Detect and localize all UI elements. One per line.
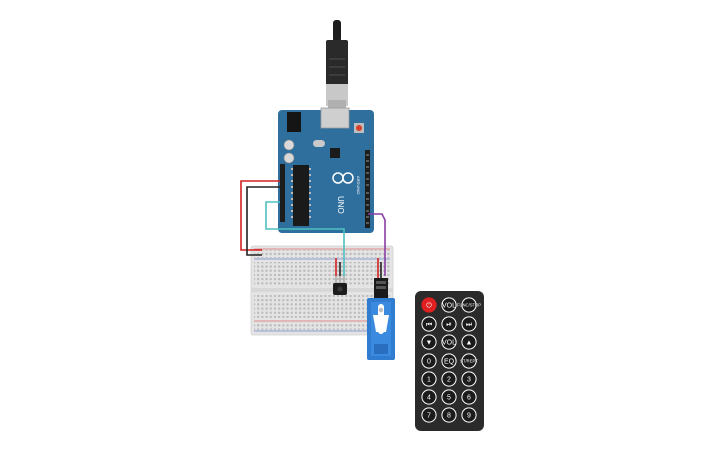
digit-6-button[interactable]: 6	[461, 389, 477, 405]
wire-black-gnd[interactable]	[246, 186, 280, 256]
digit-0-button-label: 0	[427, 358, 431, 365]
board-brand-label: ARDUINO	[356, 176, 361, 194]
digit-9-button-label: 9	[467, 412, 471, 419]
down-button[interactable]: ▼	[421, 334, 437, 350]
arduino-uno-board[interactable]: ARDUINO UNO	[278, 107, 374, 233]
fast-forward-button[interactable]: ⏭	[461, 316, 477, 332]
digit-7-button[interactable]: 7	[421, 407, 437, 423]
digit-3-button-label: 3	[467, 376, 471, 383]
digit-8-button[interactable]: 8	[441, 407, 457, 423]
down-button-label: ▼	[426, 339, 433, 346]
digit-4-button-label: 4	[427, 394, 431, 401]
digit-0-button[interactable]: 0	[421, 353, 437, 369]
digit-5-button[interactable]: 5	[441, 389, 457, 405]
usb-cable	[326, 20, 348, 114]
digit-8-button-label: 8	[447, 412, 451, 419]
breadboard[interactable]	[250, 245, 394, 336]
vol-down-button[interactable]: VOL	[441, 334, 457, 350]
digit-4-button[interactable]: 4	[421, 389, 437, 405]
digit-7-button-label: 7	[427, 412, 431, 419]
servo-motor[interactable]	[367, 278, 395, 360]
digit-2-button[interactable]: 2	[441, 371, 457, 387]
func-stop-button-label: FUNC/STOP	[457, 303, 481, 308]
vol-down-button-label: VOL	[442, 339, 456, 346]
ir-receiver[interactable]	[333, 276, 347, 295]
eq-button[interactable]: EQ	[441, 353, 457, 369]
vol-up-button-label: VOL	[442, 302, 456, 309]
digit-3-button[interactable]: 3	[461, 371, 477, 387]
rewind-button-label: ⏮	[426, 321, 432, 328]
digit-6-button-label: 6	[467, 394, 471, 401]
st-rept-button[interactable]: ST/REPT	[460, 353, 478, 369]
power-button[interactable]: ⏻	[421, 297, 437, 313]
digit-9-button[interactable]: 9	[461, 407, 477, 423]
play-pause-button[interactable]: ⏯	[441, 316, 457, 332]
power-button-label: ⏻	[426, 301, 432, 309]
digit-2-button-label: 2	[447, 376, 451, 383]
eq-button-label: EQ	[444, 358, 455, 365]
wire-teal-signal[interactable]	[265, 201, 345, 276]
rewind-button[interactable]: ⏮	[421, 316, 437, 332]
digit-1-button[interactable]: 1	[421, 371, 437, 387]
up-button[interactable]: ▲	[461, 334, 477, 350]
wire-red-5v[interactable]	[240, 180, 280, 251]
play-pause-button-label: ⏯	[446, 321, 452, 328]
func-stop-button[interactable]: FUNC/STOP	[457, 297, 481, 313]
up-button-label: ▲	[466, 339, 473, 346]
board-model-label: UNO	[336, 196, 345, 214]
wire-purple-signal[interactable]	[368, 213, 386, 276]
st-rept-button-label: ST/REPT	[460, 359, 478, 364]
digit-5-button-label: 5	[447, 394, 451, 401]
digit-1-button-label: 1	[427, 376, 431, 383]
arduino-logo	[332, 172, 354, 184]
vol-up-button[interactable]: VOL	[441, 297, 457, 313]
fast-forward-button-label: ⏭	[466, 321, 473, 328]
